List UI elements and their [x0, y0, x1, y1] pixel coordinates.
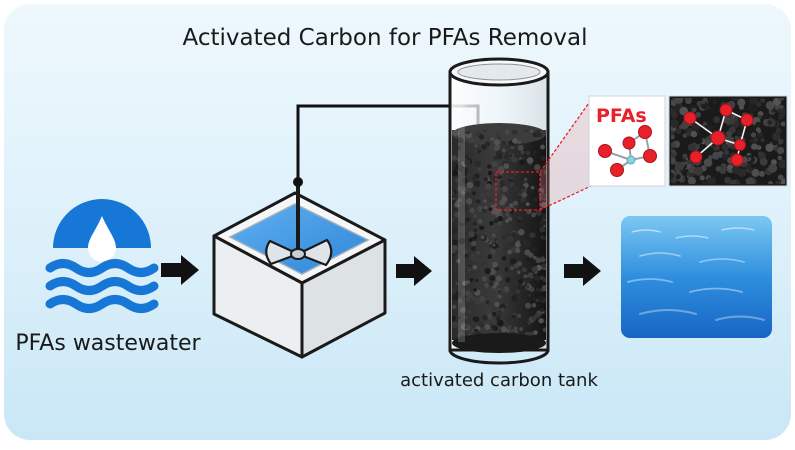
pfas-inset-panel: PFAs	[588, 95, 666, 187]
zoom-callout	[495, 99, 592, 211]
source-label: PFAs wastewater	[15, 331, 201, 356]
diagram-title: Activated Carbon for PFAs Removal	[183, 25, 588, 51]
carbon-zoom-panel	[668, 95, 788, 187]
pfas-inset-label: PFAs	[596, 105, 647, 127]
flow-arrow-3	[564, 256, 601, 286]
flow-arrow-1	[161, 255, 199, 285]
water-drop-waves-icon	[45, 199, 159, 313]
clean-water-icon	[621, 216, 772, 338]
mixing-tank-icon	[212, 104, 480, 359]
carbon-column-icon	[448, 57, 550, 365]
column-label: activated carbon tank	[400, 370, 598, 391]
flow-arrow-2	[396, 256, 432, 286]
